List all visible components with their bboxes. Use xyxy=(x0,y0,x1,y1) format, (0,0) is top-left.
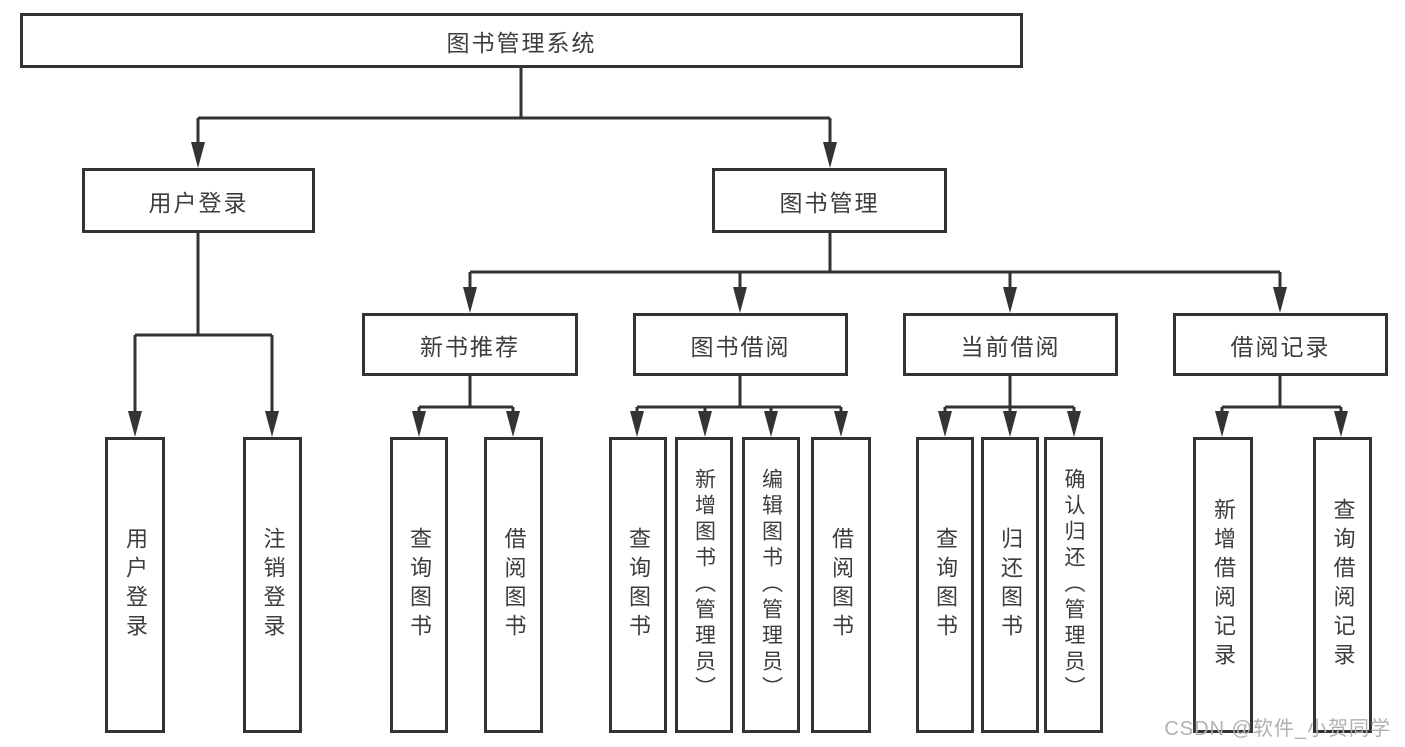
node-new-book-recommend: 新书推荐 xyxy=(362,313,578,376)
arrowhead xyxy=(191,142,205,168)
node-label: 新书推荐 xyxy=(420,333,520,360)
node-label: 图书借阅 xyxy=(690,333,791,360)
arrowhead xyxy=(733,287,747,313)
arrowhead xyxy=(630,411,644,437)
leaf-user-login: 用户登录 xyxy=(105,437,165,733)
arrowhead xyxy=(412,411,426,437)
connector-current-to-leaves xyxy=(938,376,1081,437)
node-label: 查询借阅记录 xyxy=(1330,498,1356,672)
node-label: 借阅记录 xyxy=(1230,333,1331,360)
connector-root-to-level2 xyxy=(191,68,837,168)
arrowhead xyxy=(1003,411,1017,437)
node-borrow-records: 借阅记录 xyxy=(1173,313,1388,376)
leaf-current-confirm-return-admin: 确认归还（管理员） xyxy=(1044,437,1103,733)
leaf-record-query: 查询借阅记录 xyxy=(1313,437,1372,733)
node-label: 编辑图书（管理员） xyxy=(759,468,783,702)
arrowhead xyxy=(1273,287,1287,313)
node-label: 查询图书 xyxy=(407,527,432,643)
arrowhead xyxy=(834,411,848,437)
node-label: 用户登录 xyxy=(123,527,148,643)
node-label: 借阅图书 xyxy=(501,527,527,643)
arrowhead xyxy=(764,411,778,437)
arrowhead xyxy=(698,411,712,437)
arrowhead xyxy=(1334,411,1348,437)
node-label: 借阅图书 xyxy=(829,527,854,643)
leaf-newbook-borrow-books: 借阅图书 xyxy=(484,437,543,733)
arrowhead xyxy=(1003,287,1017,313)
arrowhead xyxy=(265,411,279,437)
node-label: 确认归还（管理员） xyxy=(1062,468,1085,702)
node-label: 当前借阅 xyxy=(960,333,1061,360)
leaf-record-add: 新增借阅记录 xyxy=(1193,437,1253,733)
leaf-borrow-lend-books: 借阅图书 xyxy=(811,437,871,733)
leaf-current-return-books: 归还图书 xyxy=(981,437,1039,733)
connector-record-to-leaves xyxy=(1215,376,1348,437)
node-label: 归还图书 xyxy=(998,527,1023,643)
node-label: 图书管理系统 xyxy=(446,29,597,56)
connector-book-to-level3 xyxy=(463,233,1287,313)
node-current-borrowing: 当前借阅 xyxy=(903,313,1118,376)
node-label: 图书管理 xyxy=(779,189,880,216)
arrowhead xyxy=(823,142,837,168)
node-label: 查询图书 xyxy=(933,527,958,643)
node-label: 新增借阅记录 xyxy=(1211,498,1236,672)
node-label: 注销登录 xyxy=(260,527,286,643)
node-book-borrowing: 图书借阅 xyxy=(633,313,848,376)
arrowhead xyxy=(128,411,142,437)
node-root-library-system: 图书管理系统 xyxy=(20,13,1023,68)
leaf-newbook-query-books: 查询图书 xyxy=(390,437,448,733)
connector-user-to-leaves xyxy=(128,233,279,437)
connector-borrow-to-leaves xyxy=(630,376,848,437)
leaf-borrow-edit-books-admin: 编辑图书（管理员） xyxy=(742,437,800,733)
node-label: 用户登录 xyxy=(148,189,249,216)
leaf-borrow-query-books: 查询图书 xyxy=(609,437,667,733)
arrowhead xyxy=(1215,411,1229,437)
leaf-borrow-add-books-admin: 新增图书（管理员） xyxy=(675,437,733,733)
connector-newbook-to-leaves xyxy=(412,376,520,437)
csdn-watermark: CSDN @软件_小贺同学 xyxy=(1164,718,1391,740)
leaf-current-query-books: 查询图书 xyxy=(916,437,974,733)
arrowhead xyxy=(463,287,477,313)
leaf-logout: 注销登录 xyxy=(243,437,302,733)
node-book-management: 图书管理 xyxy=(712,168,947,233)
arrowhead xyxy=(1067,411,1081,437)
node-label: 查询图书 xyxy=(626,527,651,643)
arrowhead xyxy=(938,411,952,437)
node-user-login: 用户登录 xyxy=(82,168,315,233)
arrowhead xyxy=(506,411,520,437)
node-label: 新增图书（管理员） xyxy=(692,468,716,702)
